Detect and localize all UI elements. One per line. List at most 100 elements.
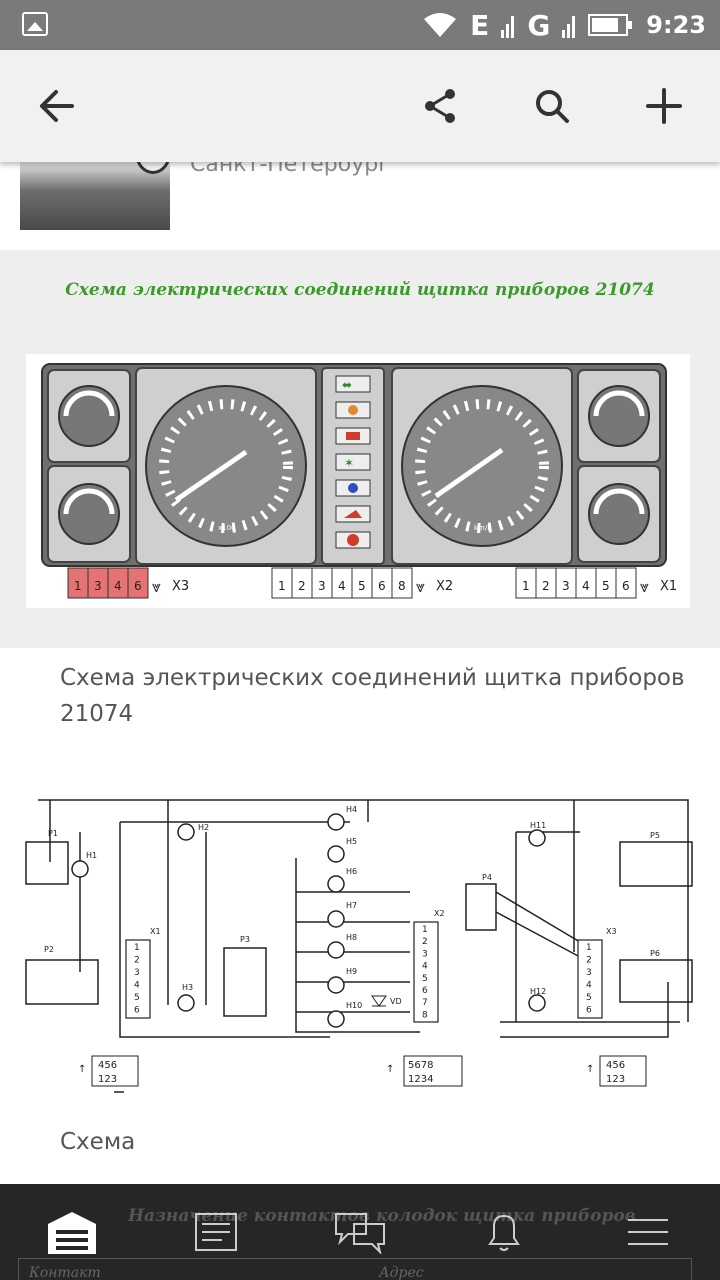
image2-caption: Схема — [60, 1129, 136, 1155]
diode-vd — [371, 995, 387, 1007]
diagram-component-label: H5 — [346, 837, 357, 846]
status-icons: E G 9:23 — [422, 0, 706, 50]
arrow-left-icon — [40, 90, 74, 122]
connector-pin-label: 6 — [134, 579, 142, 593]
diagram-pin-number: 1 — [586, 943, 592, 953]
signal-icon-1 — [501, 16, 515, 38]
connector-symbol: ⩔ — [416, 577, 425, 596]
clock: 9:23 — [646, 11, 706, 39]
back-button[interactable] — [30, 80, 82, 132]
share-button[interactable] — [414, 80, 466, 132]
diagram-component-label: H12 — [530, 987, 546, 996]
diagram-pin-number: 6 — [422, 986, 428, 996]
svg-text:↑: ↑ — [386, 1064, 394, 1075]
search-icon — [536, 90, 569, 123]
tacho-label: x100 — [218, 524, 236, 532]
wheel — [135, 162, 170, 174]
connector-name: X1 — [660, 579, 677, 594]
connector-pin-label: 3 — [94, 579, 102, 593]
ghost-col2: Адрес — [379, 1265, 424, 1280]
nav-garage[interactable] — [36, 1202, 108, 1262]
nav-menu[interactable] — [612, 1202, 684, 1262]
diagram-pin-number: 7 — [422, 998, 428, 1008]
next-image-title-ghost: Назначение контактов колодок щитка прибо… — [128, 1206, 636, 1226]
cluster-image[interactable]: Схема электрических соединений щитка при… — [0, 250, 720, 648]
post-content: Санкт-Петербург Схема электрических соед… — [0, 162, 720, 1184]
network-type-e: E — [470, 8, 490, 42]
diagram-component-label: H3 — [182, 983, 193, 992]
car-thumbnail[interactable] — [20, 162, 170, 230]
diagram-pin-number: 8 — [422, 1010, 428, 1020]
diagram-pin-number: 2 — [586, 956, 592, 966]
connector-name: X2 — [436, 579, 453, 594]
diagram-pin-number: 4 — [134, 981, 140, 991]
diagram-component-label: H4 — [346, 805, 357, 814]
diagram-component-label: H1 — [86, 851, 97, 860]
connector-pin-box — [615, 567, 637, 599]
bottom-navigation: Назначение контактов колодок щитка прибо… — [0, 1184, 720, 1280]
diagram-pin-number: 2 — [422, 937, 428, 947]
diagram-component-label: P5 — [650, 831, 660, 840]
connector-pin-label: 5 — [358, 579, 366, 593]
signal-icon-2 — [562, 16, 576, 38]
battery-icon — [588, 14, 633, 36]
nav-feed[interactable] — [180, 1202, 252, 1262]
plus-icon — [646, 88, 682, 124]
cluster-image-title: Схема электрических соединений щитка при… — [65, 280, 655, 300]
menu-icon — [628, 1219, 668, 1245]
gallery-notification-icon — [22, 12, 48, 36]
svg-text:⬌: ⬌ — [342, 378, 352, 392]
feed-icon — [195, 1213, 237, 1251]
connector-pin-box — [127, 567, 149, 599]
connector-pin-label: 5 — [602, 579, 610, 593]
nav-messages[interactable] — [324, 1202, 396, 1262]
connector-symbol: ⩔ — [640, 577, 649, 596]
previous-post-item[interactable]: Санкт-Петербург — [0, 162, 720, 250]
diagram-component-label: P3 — [240, 935, 250, 944]
diagram-component-label: X1 — [150, 927, 161, 936]
diagram-component-label: P4 — [482, 873, 492, 882]
network-type-g: G — [527, 8, 551, 42]
add-button[interactable] — [638, 80, 690, 132]
nav-notifications[interactable] — [468, 1202, 540, 1262]
diagram-pin-number: 5 — [586, 993, 592, 1003]
connector-pin-label: 4 — [338, 579, 346, 593]
diagram-pin-number: 6 — [586, 1006, 592, 1016]
diagram-component-label: H10 — [346, 1001, 362, 1010]
diagram-component-label: H7 — [346, 901, 357, 910]
diagram-component-label: H11 — [530, 821, 546, 830]
connector-pin-label: 4 — [114, 579, 122, 593]
diagram-pin-number: 2 — [134, 956, 140, 966]
connector-pin-box — [391, 567, 413, 599]
svg-text:↑: ↑ — [586, 1064, 594, 1075]
diagram-component-label: P6 — [650, 949, 660, 958]
share-icon — [425, 89, 455, 123]
speedo-label: km/h — [474, 524, 492, 532]
wifi-icon — [424, 13, 457, 37]
diagram-component-label: P2 — [44, 945, 54, 954]
diagram-pin-number: 6 — [134, 1006, 140, 1016]
search-button[interactable] — [526, 80, 578, 132]
diagram-pin-number: 4 — [586, 981, 592, 991]
diagram-pin-number: 5 — [134, 993, 140, 1003]
connector-name: X3 — [172, 579, 189, 594]
diagram-pin-number: 1 — [422, 925, 428, 935]
next-table-ghost: Контакт Адрес — [18, 1258, 692, 1280]
connector-pin-label: 6 — [378, 579, 386, 593]
connector-pin-label: 1 — [522, 579, 530, 593]
svg-text:✶: ✶ — [344, 456, 354, 470]
plug-c-top: 456 — [606, 1060, 625, 1071]
connector-pin-label: 3 — [318, 579, 326, 593]
status-bar: E G 9:23 — [0, 0, 720, 50]
diagram-pin-number: 1 — [134, 943, 140, 953]
connector-symbol: ⩔ — [152, 577, 161, 596]
connector-pin-label: 8 — [398, 579, 406, 593]
diagram-component-label: P1 — [48, 829, 58, 838]
garage-icon — [48, 1212, 96, 1254]
connector-pin-label: 1 — [74, 579, 82, 593]
diagram-pin-number: 3 — [586, 968, 592, 978]
ghost-col1: Контакт — [29, 1265, 101, 1280]
